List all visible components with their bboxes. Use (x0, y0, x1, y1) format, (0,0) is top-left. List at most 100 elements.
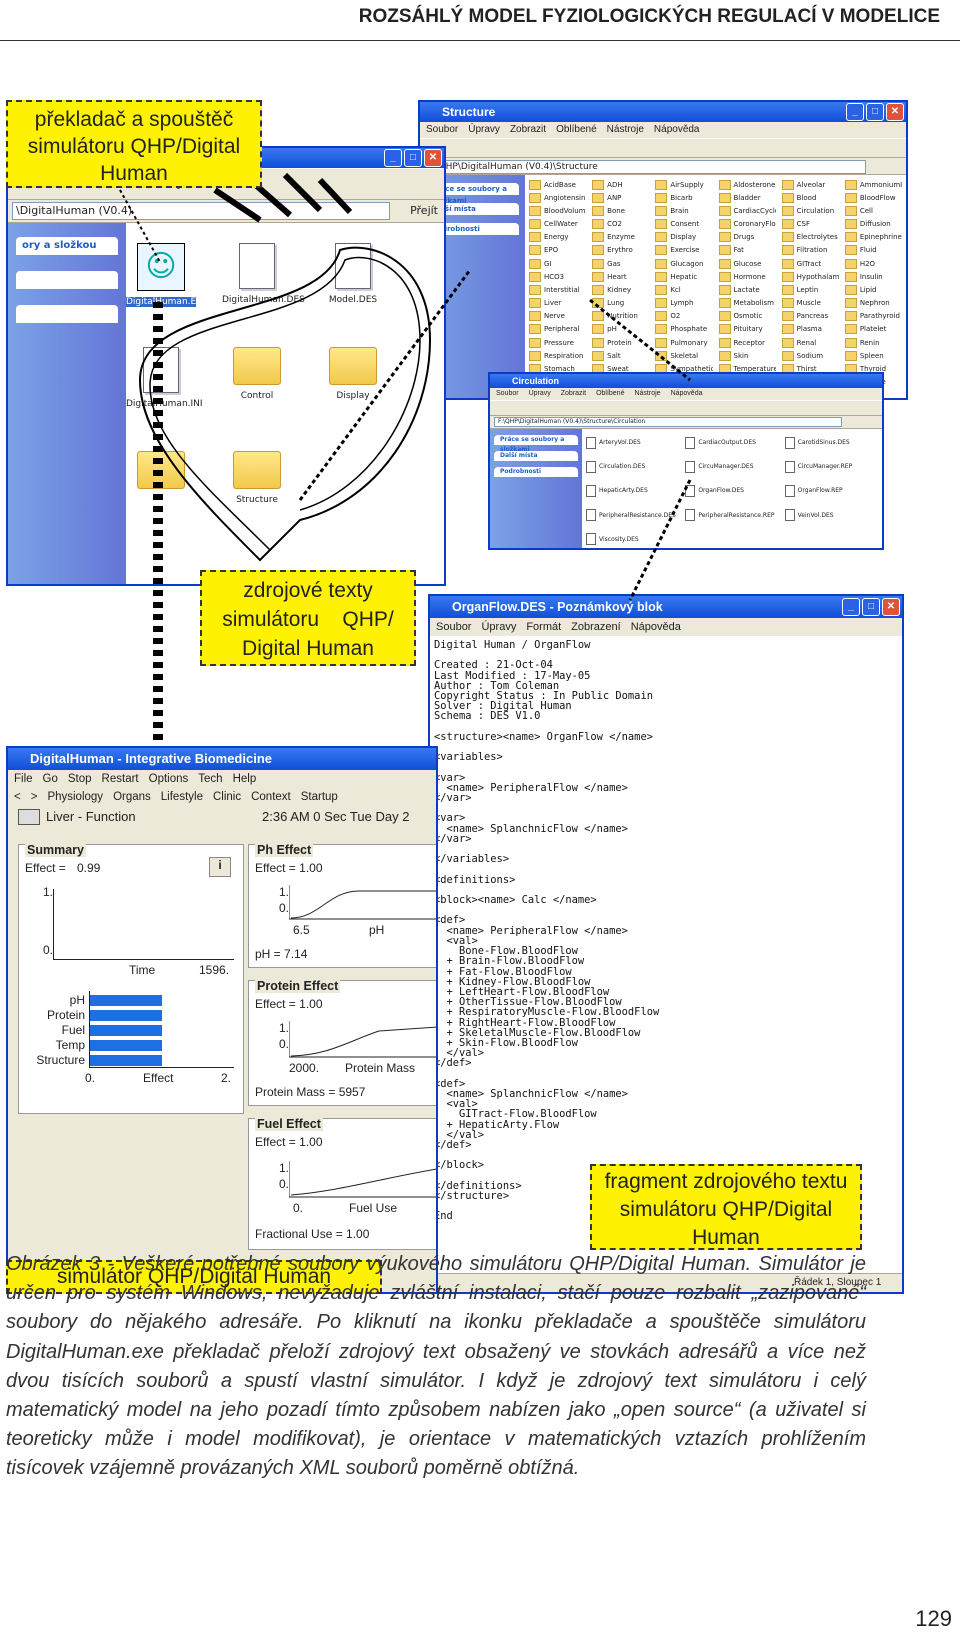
folder-item[interactable]: Renal (781, 337, 839, 348)
folder-item[interactable]: Lactate (718, 284, 776, 295)
folder-item[interactable]: Hepatic (655, 271, 712, 282)
folder-item[interactable]: Alveolar (781, 179, 839, 190)
file-item[interactable]: VeinVol.DES (784, 506, 878, 525)
menu-item[interactable]: Formát (526, 621, 562, 633)
close-icon[interactable]: ✕ (424, 149, 442, 167)
notepad-text[interactable]: Digital Human / OrganFlow Created : 21-O… (434, 639, 660, 1223)
menu-item[interactable]: Soubor (436, 621, 472, 633)
task-panel[interactable]: Podrobnosti (426, 223, 519, 235)
folder-item[interactable]: Peripheral (529, 324, 586, 335)
folder-item[interactable]: Consent (655, 219, 712, 230)
menu-item[interactable]: Úpravy (528, 390, 551, 397)
folder-item[interactable]: HCO3 (529, 271, 586, 282)
folder-item[interactable]: AmmoniumIon (844, 179, 902, 190)
task-panel[interactable] (16, 271, 118, 289)
file-icon-ini[interactable]: DigitalHuman.INI (126, 347, 203, 409)
folder-item[interactable]: Fat (718, 245, 776, 256)
task-panel[interactable]: Práce se soubory a složkami (426, 183, 519, 205)
menu-item[interactable]: Zobrazit (560, 390, 587, 397)
folder-item[interactable]: CardiacCycle (718, 205, 776, 216)
folder-item[interactable]: BloodVolume (529, 205, 586, 216)
file-item[interactable]: CardiacOutput.DES (685, 433, 778, 452)
folder-item[interactable]: CoronaryFlow (718, 219, 776, 230)
folder-item[interactable]: GITract (781, 258, 839, 269)
file-item[interactable]: Circulation.DES (586, 457, 679, 476)
folder-item[interactable]: Renin (844, 337, 902, 348)
file-item[interactable]: PeripheralResistance.REP (685, 506, 778, 525)
menu-item[interactable]: > (30, 791, 38, 803)
file-item[interactable]: HepaticArty.DES (586, 481, 679, 500)
folder-item[interactable]: Cell (844, 205, 902, 216)
go-button[interactable]: Přejít (410, 204, 438, 217)
folder-item[interactable]: Hormone (718, 271, 776, 282)
menu-item[interactable]: Tech (198, 773, 223, 785)
folder-item[interactable]: Bicarb (655, 192, 712, 203)
menu-item[interactable]: Lifestyle (160, 791, 203, 803)
close-icon[interactable]: ✕ (886, 103, 904, 121)
folder-item[interactable]: ANP (592, 192, 649, 203)
folder-item[interactable]: Muscle (781, 298, 839, 309)
folder-item[interactable]: pH (592, 324, 649, 335)
folder-item[interactable]: Filtration (781, 245, 839, 256)
maximize-icon[interactable]: □ (862, 598, 880, 616)
folder-item[interactable]: Brain (655, 205, 712, 216)
folder-item[interactable]: Erythro (592, 245, 649, 256)
menu-item[interactable]: Zobrazit (509, 124, 547, 135)
folder-item[interactable]: Parathyroid (844, 311, 902, 322)
folder-item[interactable]: Pulmonary (655, 337, 712, 348)
file-icon-folder[interactable]: Control (222, 347, 292, 401)
folder-item[interactable]: Glucagon (655, 258, 712, 269)
folder-item[interactable]: ADH (592, 179, 649, 190)
folder-item[interactable]: Phosphate (655, 324, 712, 335)
folder-item[interactable]: Leptin (781, 284, 839, 295)
file-icon-exe[interactable]: ☺DigitalHuman.EXE (126, 243, 208, 307)
folder-item[interactable]: Pituitary (718, 324, 776, 335)
menu-item[interactable]: Startup (300, 791, 338, 803)
folder-item[interactable]: Diffusion (844, 219, 902, 230)
folder-item[interactable]: O2 (655, 311, 712, 322)
folder-item[interactable]: Lung (592, 298, 649, 309)
menu-item[interactable]: Nápověda (653, 124, 700, 135)
folder-item[interactable]: Plasma (781, 324, 839, 335)
task-panel[interactable]: Další místa (426, 203, 519, 215)
folder-item[interactable]: Lipid (844, 284, 902, 295)
folder-item[interactable]: Kcl (655, 284, 712, 295)
file-item[interactable]: CircuManager.DES (685, 457, 778, 476)
menu-item[interactable]: Nápověda (630, 621, 681, 633)
menu-item[interactable]: Restart (101, 773, 139, 785)
menu-item[interactable]: Physiology (47, 791, 104, 803)
folder-item[interactable]: AirSupply (655, 179, 712, 190)
menu-item[interactable]: Oblíbené (596, 390, 625, 397)
file-item[interactable]: Viscosity.DES (586, 530, 679, 548)
menu-item[interactable]: Úpravy (481, 621, 517, 633)
folder-item[interactable]: Bladder (718, 192, 776, 203)
file-icon-doc[interactable]: DigitalHuman.DES (222, 243, 305, 305)
menu-item[interactable]: Úpravy (468, 124, 500, 135)
folder-item[interactable]: Skeletal (655, 350, 712, 361)
file-item[interactable]: OrganFlow.REP (784, 481, 878, 500)
folder-item[interactable]: Skin (718, 350, 776, 361)
folder-item[interactable]: Interstitial (529, 284, 586, 295)
menu-item[interactable]: Zobrazení (571, 621, 621, 633)
folder-item[interactable]: Nephron (844, 298, 902, 309)
menu-item[interactable]: Nástroje (634, 390, 661, 397)
folder-item[interactable]: H2O (844, 258, 902, 269)
task-panel[interactable]: ory a složkou (16, 237, 118, 255)
file-icon-folder[interactable]: Structure (222, 451, 292, 505)
folder-item[interactable]: Angiotensin (529, 192, 586, 203)
file-item[interactable]: CircuManager.REP (784, 457, 878, 476)
folder-item[interactable]: Nutrition (592, 311, 649, 322)
folder-item[interactable]: AcidBase (529, 179, 586, 190)
folder-item[interactable]: Aldosterone (718, 179, 776, 190)
folder-item[interactable]: Receptor (718, 337, 776, 348)
maximize-icon[interactable]: □ (866, 103, 884, 121)
address-input[interactable]: F:\QHP\DigitalHuman (V0.4)\Structure\Cir… (494, 417, 842, 427)
folder-item[interactable]: Kidney (592, 284, 649, 295)
menu-item[interactable]: Stop (67, 773, 92, 785)
task-panel[interactable] (16, 305, 118, 323)
menu-item[interactable]: Nápověda (670, 390, 703, 397)
folder-item[interactable]: Energy (529, 232, 586, 243)
file-item[interactable]: PeripheralResistance.DES (586, 506, 679, 525)
menu-item[interactable]: Soubor (426, 124, 459, 135)
file-item[interactable]: OrganFlow.DES (685, 481, 778, 500)
